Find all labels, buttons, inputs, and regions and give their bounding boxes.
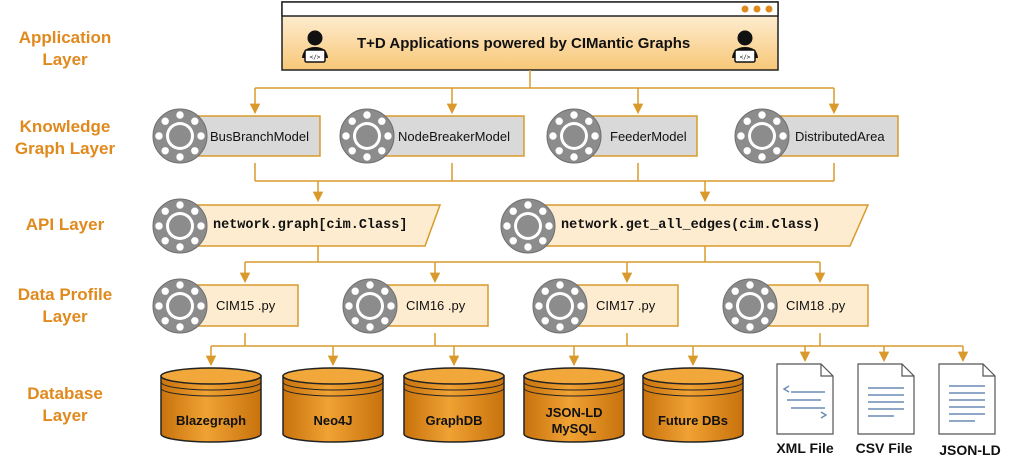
kg-box-distributedarea bbox=[734, 108, 899, 164]
xml-file-icon bbox=[776, 363, 834, 435]
gear-icon bbox=[734, 108, 790, 164]
gear-icon bbox=[152, 108, 208, 164]
database-cylinders bbox=[160, 367, 744, 443]
window-dot bbox=[741, 5, 749, 13]
profile-box-cim18 bbox=[722, 278, 869, 334]
file-label-jsonld: JSON-LD bbox=[939, 442, 1001, 458]
layer-label-database: Database Layer bbox=[27, 384, 103, 425]
gear-icon bbox=[500, 198, 556, 254]
api-label-get-all-edges: network.get_all_edges(cim.Class) bbox=[561, 218, 821, 233]
gear-icon bbox=[342, 278, 398, 334]
profile-box-cim17 bbox=[532, 278, 679, 334]
file-icons bbox=[776, 363, 996, 435]
kg-label-nodebreaker: NodeBreakerModel bbox=[398, 129, 511, 144]
gear-icon bbox=[722, 278, 778, 334]
database-cylinder bbox=[523, 367, 625, 443]
application-window bbox=[281, 1, 779, 71]
layer-label-data-profile: Data Profile Layer bbox=[17, 285, 113, 326]
connectors-profile-to-db bbox=[205, 333, 969, 367]
jsonld-file-icon bbox=[938, 363, 996, 435]
layer-label-api: API Layer bbox=[25, 215, 105, 234]
gear-icon bbox=[546, 108, 602, 164]
gear-icon bbox=[532, 278, 588, 334]
kg-label-distributedarea: DistributedArea bbox=[795, 129, 885, 144]
kg-label-busbranch: BusBranchModel bbox=[210, 129, 309, 144]
kg-box-nodebreaker bbox=[339, 108, 525, 164]
profile-label-cim17: CIM17 .py bbox=[596, 298, 656, 313]
database-cylinder bbox=[282, 367, 384, 443]
profile-label-cim16: CIM16 .py bbox=[406, 298, 466, 313]
window-dot bbox=[765, 5, 773, 13]
window-dot bbox=[753, 5, 761, 13]
api-box-graph bbox=[152, 198, 442, 254]
gear-icon bbox=[339, 108, 395, 164]
profile-label-cim15: CIM15 .py bbox=[216, 298, 276, 313]
db-label-jsonld-mysql: JSON-LD MySQL bbox=[545, 405, 603, 436]
layer-label-application: Application Layer bbox=[18, 28, 112, 69]
file-label-xml: XML File bbox=[776, 440, 834, 456]
connectors-kg-to-api bbox=[254, 163, 835, 203]
database-cylinder bbox=[160, 367, 262, 443]
db-label-blazegraph: Blazegraph bbox=[175, 413, 247, 428]
gear-icon bbox=[152, 198, 208, 254]
gear-icon bbox=[152, 278, 208, 334]
profile-box-cim16 bbox=[342, 278, 489, 334]
connectors-app-to-kg bbox=[249, 70, 840, 115]
application-title: T+D Applications powered by CIMantic Gra… bbox=[357, 35, 691, 52]
database-cylinder bbox=[642, 367, 744, 443]
csv-file-icon bbox=[857, 363, 915, 435]
layer-label-knowledge-graph: Knowledge Graph Layer bbox=[14, 117, 116, 158]
api-box-get-all-edges bbox=[500, 198, 870, 254]
connectors-api-to-profile bbox=[239, 246, 826, 284]
kg-box-busbranch bbox=[152, 108, 321, 164]
db-label-graphdb: GraphDB bbox=[425, 413, 483, 428]
database-cylinder bbox=[403, 367, 505, 443]
db-label-future-dbs: Future DBs bbox=[657, 413, 729, 428]
file-label-csv: CSV File bbox=[855, 440, 913, 456]
db-label-neo4j: Neo4J bbox=[313, 413, 353, 428]
profile-label-cim18: CIM18 .py bbox=[786, 298, 846, 313]
api-label-graph: network.graph[cim.Class] bbox=[213, 218, 408, 233]
profile-box-cim15 bbox=[152, 278, 299, 334]
kg-box-feeder bbox=[546, 108, 698, 164]
kg-label-feeder: FeederModel bbox=[610, 129, 687, 144]
